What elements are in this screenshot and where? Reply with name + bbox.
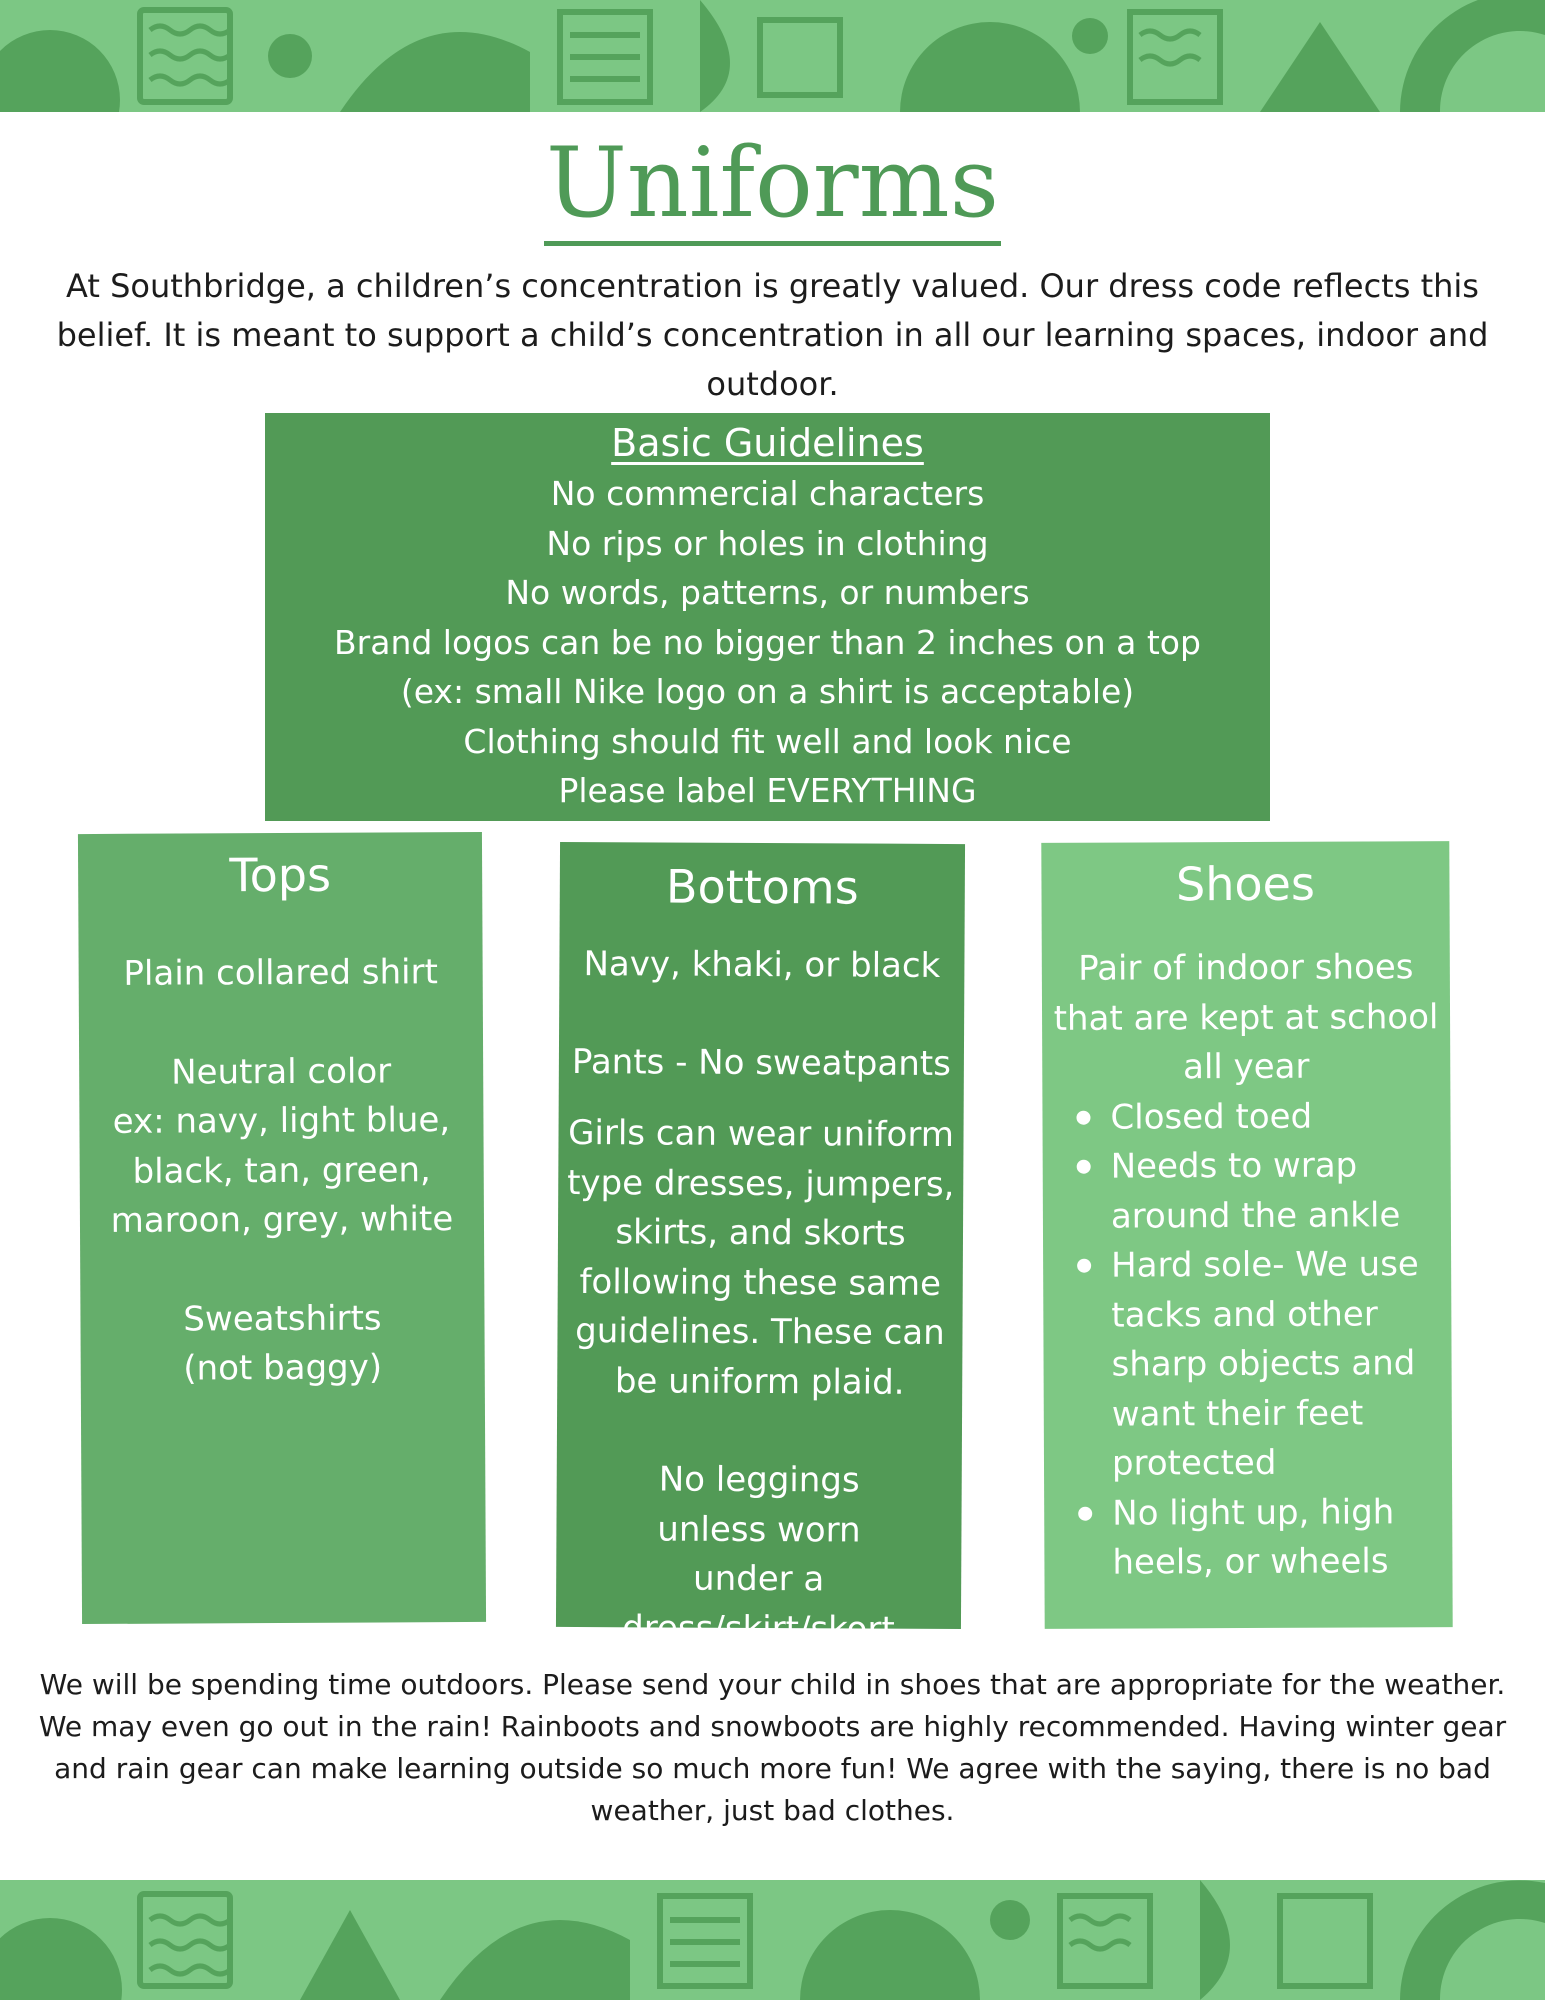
intro-paragraph: At Southbridge, a children’s concentrati…	[56, 267, 1489, 403]
tops-item: Sweatshirts (not baggy)	[183, 1297, 383, 1389]
list-item: No light up, high heels, or wheels	[1044, 1488, 1452, 1589]
tops-item: Plain collared shirt	[123, 952, 438, 994]
shoes-heading: Shoes	[1175, 856, 1315, 912]
banner-pattern	[0, 1880, 1545, 2000]
banner-pattern	[0, 0, 1545, 112]
half-circle-shape	[800, 1910, 980, 2000]
guideline-line: No rips or holes in clothing	[546, 523, 989, 563]
shoes-panel: Shoes Pair of indoor shoes that are kept…	[1041, 841, 1453, 1629]
arc-shape	[1400, 1880, 1545, 2000]
half-circle-shape	[900, 22, 1080, 112]
half-circle-shape	[0, 1918, 122, 2000]
top-decorative-banner	[0, 0, 1545, 112]
leaf-shape	[700, 0, 730, 112]
footer-paragraph: We will be spending time outdoors. Pleas…	[38, 1668, 1507, 1827]
tops-item: ex: navy, light blue, black, tan, green,…	[110, 1100, 454, 1241]
guidelines-heading: Basic Guidelines	[611, 421, 924, 465]
bottoms-item: Pants - No sweatpants	[571, 1041, 951, 1084]
guideline-line: Brand logos can be no bigger than 2 inch…	[334, 622, 1201, 662]
page-title: Uniforms	[0, 127, 1545, 246]
tops-panel: Tops Plain collared shirt Neutral color …	[77, 831, 487, 1625]
shoes-bullet-list: Closed toed Needs to wrap around the ank…	[1042, 1092, 1452, 1589]
tops-heading: Tops	[229, 847, 332, 903]
guideline-line: No words, patterns, or numbers	[505, 573, 1030, 612]
basic-guidelines-box: Basic Guidelines No commercial character…	[265, 413, 1270, 821]
sun-shape	[268, 34, 312, 78]
guideline-line: Clothing should fit well and look nice	[463, 721, 1072, 761]
arc-shape	[1400, 0, 1545, 112]
guideline-line: Please label EVERYTHING	[558, 771, 977, 810]
bottom-decorative-banner	[0, 1880, 1545, 2000]
list-item: Hard sole- We use tacks and other sharp …	[1043, 1240, 1452, 1489]
sun-shape	[990, 1900, 1030, 1940]
half-circle-shape	[0, 30, 120, 112]
hill-shape	[440, 1920, 630, 2000]
bottoms-item: Girls can wear uniform type dresses, jum…	[567, 1112, 955, 1403]
bottoms-panel: Bottoms Navy, khaki, or black Pants - No…	[555, 841, 966, 1649]
bottoms-heading: Bottoms	[665, 859, 859, 915]
bottoms-item: Navy, khaki, or black	[583, 944, 941, 986]
guideline-line: No commercial characters	[550, 474, 985, 513]
hill-shape	[340, 32, 530, 112]
list-item: Needs to wrap around the ankle	[1043, 1141, 1451, 1242]
guideline-line: (ex: small Nike logo on a shirt is accep…	[400, 672, 1135, 711]
bottoms-item: No leggings unless worn under a dress/sk…	[622, 1459, 895, 1650]
list-item: Closed toed	[1042, 1092, 1450, 1143]
tops-item: Neutral color	[171, 1050, 392, 1093]
shoes-intro: Pair of indoor shoes that are kept at sc…	[1053, 947, 1439, 1088]
leaf-shape	[1200, 1880, 1230, 2000]
